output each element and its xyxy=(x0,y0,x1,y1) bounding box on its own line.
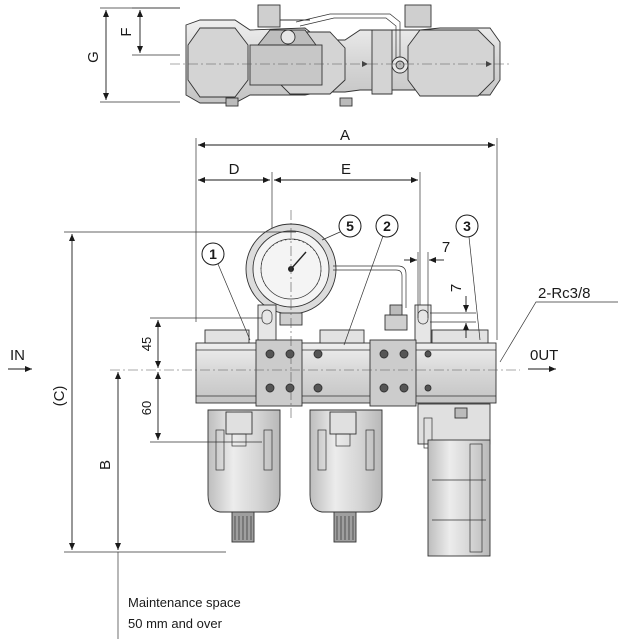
dimension-45: 45 xyxy=(139,317,262,368)
dimension-label-e: E xyxy=(341,161,351,178)
maintenance-note-line-1: Maintenance space xyxy=(128,595,241,610)
callout-5: 5 xyxy=(321,214,362,241)
dimension-label-b: B xyxy=(97,460,114,470)
dimension-7-horizontal: 7 xyxy=(404,239,450,318)
callout-number-1: 1 xyxy=(209,246,217,262)
dimension-label-60: 60 xyxy=(139,401,154,415)
callout-number-3: 3 xyxy=(463,218,471,234)
callout-1: 1 xyxy=(201,242,251,341)
dimension-label-a: A xyxy=(340,127,350,144)
dimension-b: B xyxy=(97,372,121,550)
top-view xyxy=(170,4,510,107)
dimension-c: (C) xyxy=(51,231,296,553)
dimension-60: 60 xyxy=(139,372,262,443)
dimension-7-vertical: 7 xyxy=(430,284,476,338)
inlet-port: IN xyxy=(8,347,32,372)
thread-label: 2-Rc3/8 xyxy=(538,285,591,302)
dimension-label-7b: 7 xyxy=(448,284,465,292)
callout-number-2: 2 xyxy=(383,218,391,234)
callout-3: 3 xyxy=(455,214,481,341)
dimension-label-7a: 7 xyxy=(442,239,450,256)
maintenance-note-line-2: 50 mm and over xyxy=(128,616,223,631)
thread-spec: 2-Rc3/8 xyxy=(499,285,618,363)
dimension-f: F xyxy=(118,7,180,56)
outlet-port: 0UT xyxy=(528,347,558,372)
callout-2: 2 xyxy=(343,214,399,346)
filter-bowl-left xyxy=(207,409,281,543)
dimension-label-d: D xyxy=(229,161,240,178)
inlet-label: IN xyxy=(10,347,25,364)
dimension-a: A xyxy=(195,127,498,340)
manifold-body xyxy=(195,304,497,407)
maintenance-note: Maintenance space 50 mm and over xyxy=(117,552,241,639)
dimension-label-c: (C) xyxy=(51,386,68,407)
dimension-label-45: 45 xyxy=(139,337,154,351)
dimension-label-g: G xyxy=(85,51,102,63)
lubricator-bowl xyxy=(417,403,491,557)
callout-number-5: 5 xyxy=(346,218,354,234)
dimension-e: E xyxy=(274,161,421,322)
filter-bowl-middle xyxy=(309,409,383,543)
outlet-label: 0UT xyxy=(530,347,558,364)
dimension-label-f: F xyxy=(118,27,135,36)
